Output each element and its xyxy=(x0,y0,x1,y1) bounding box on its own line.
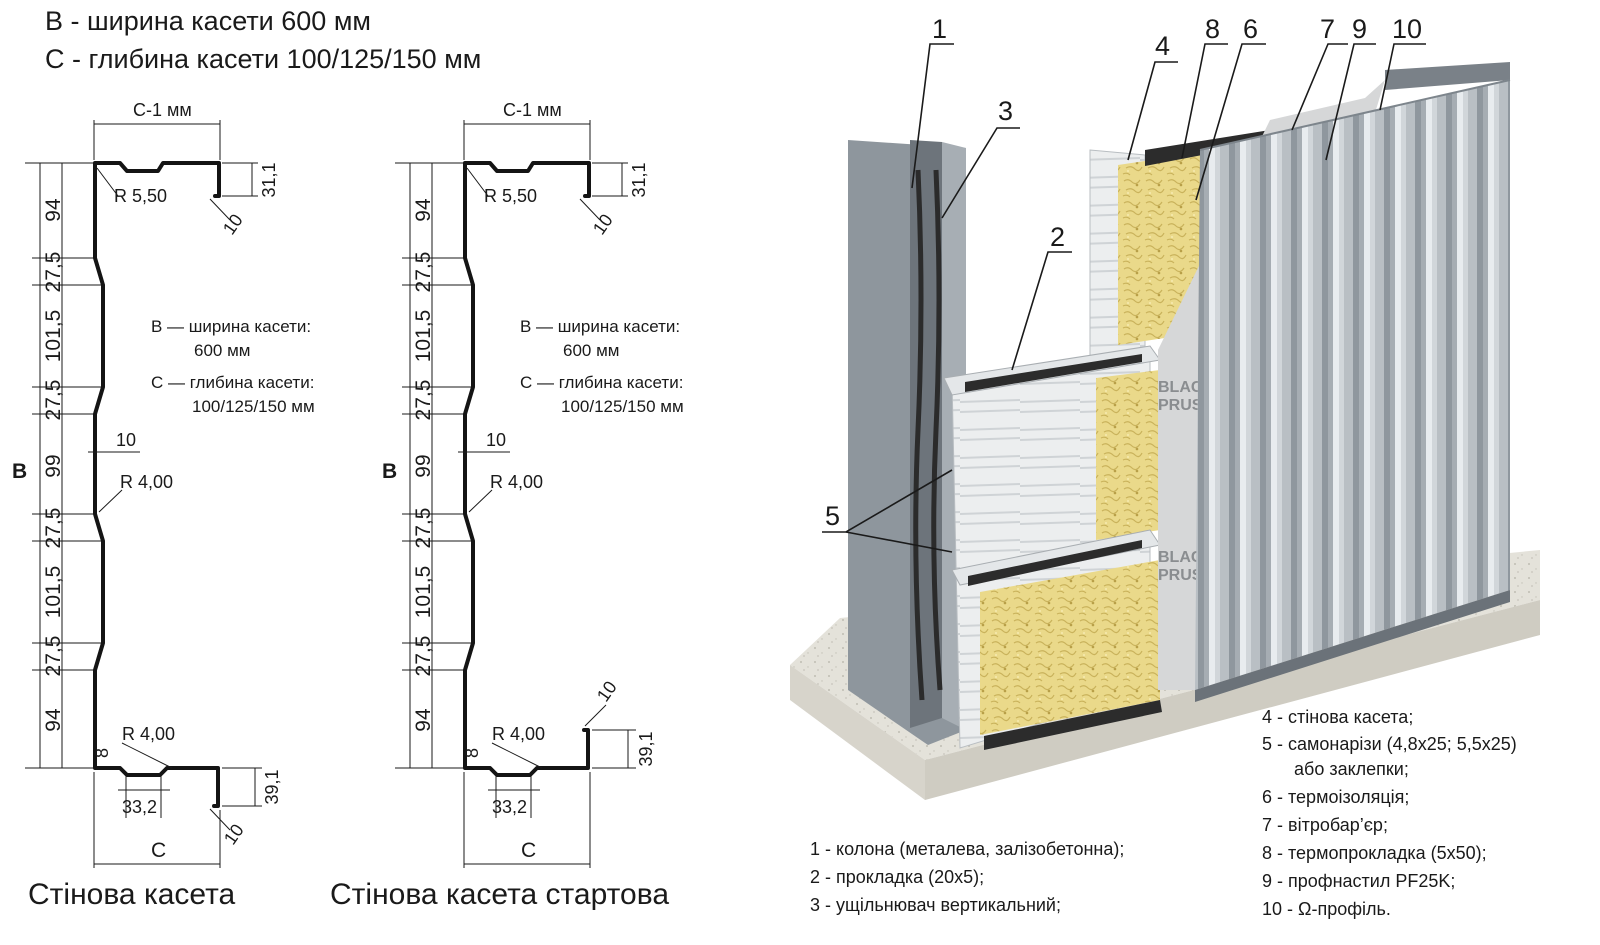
drawing-caption: Стінова касета стартова xyxy=(330,878,669,911)
radius-middle: R 4,00 xyxy=(120,472,173,492)
groove-dimension: 33,2 xyxy=(492,797,527,817)
legend-item: 4 - стінова касета; xyxy=(1262,707,1413,727)
legend-item: 10 - Ω-профіль. xyxy=(1262,899,1391,919)
radius-top: R 5,50 xyxy=(484,186,537,206)
header-line-b: B - ширина касети 600 мм xyxy=(45,6,371,36)
dim-label: 94 xyxy=(412,198,435,222)
wind-barrier-print: BLAC xyxy=(1158,549,1203,566)
note-b-line2: 600 мм xyxy=(194,341,250,360)
concrete-slab-front xyxy=(790,665,925,800)
lip-top-length: 10 xyxy=(589,210,617,238)
legend-left: 1 - колона (металева, залізобетонна); 2 … xyxy=(810,839,1124,915)
dim-label: 101,5 xyxy=(412,566,435,619)
callout-label: 10 xyxy=(1392,14,1422,44)
side-letter: B xyxy=(382,460,397,483)
note-c-line2: 100/125/150 мм xyxy=(561,397,684,416)
legend-item: 6 - термоізоляція; xyxy=(1262,787,1409,807)
top-dimension: С-1 мм xyxy=(503,100,562,120)
bottom-dimension: С xyxy=(151,839,166,862)
note-b-line1: B — ширина касети: xyxy=(520,317,680,336)
callout-label: 2 xyxy=(1050,222,1065,252)
dim-label: 94 xyxy=(42,198,65,222)
side-letter: B xyxy=(12,460,27,483)
drawing-caption: Стінова касета xyxy=(28,878,236,911)
step-dimension: 10 xyxy=(116,430,136,450)
dim-label: 101,5 xyxy=(42,566,65,619)
cassette-profile-line xyxy=(93,161,221,808)
concrete-slab-side xyxy=(925,600,1540,800)
radius-bottom: R 4,00 xyxy=(492,724,545,744)
callout-label: 3 xyxy=(998,96,1013,126)
radius-bottom: R 4,00 xyxy=(122,724,175,744)
groove-dimension: 33,2 xyxy=(122,797,157,817)
note-c-line1: C — глибина касети: xyxy=(151,373,314,392)
profiled-sheeting xyxy=(1195,80,1510,690)
legend-item: 9 - профнастил PF25K; xyxy=(1262,871,1455,891)
dim-label: 27,5 xyxy=(42,508,65,549)
lip-bottom-length: 10 xyxy=(220,820,248,848)
legend-right: 4 - стінова касета; 5 - самонарізи (4,8х… xyxy=(1262,707,1517,919)
radius-middle: R 4,00 xyxy=(490,472,543,492)
dim-label: 27,5 xyxy=(412,508,435,549)
dim-label: 27,5 xyxy=(412,380,435,421)
legend-item: 5 - самонарізи (4,8х25; 5,5х25) xyxy=(1262,734,1517,754)
dim-label: 27,5 xyxy=(42,380,65,421)
lip-bottom-dimension: 39,1 xyxy=(636,731,656,766)
callout-label: 6 xyxy=(1243,14,1258,44)
left-dimension-labels: 94 27,5 101,5 27,5 99 27,5 101,5 27,5 94 xyxy=(42,198,65,732)
lip-bottom-dimension: 39,1 xyxy=(262,769,282,804)
note-b-line2: 600 мм xyxy=(563,341,619,360)
dim-label: 94 xyxy=(42,708,65,732)
legend-item: 1 - колона (металева, залізобетонна); xyxy=(810,839,1124,859)
dim-label: 99 xyxy=(42,454,65,477)
starter-cassette-profile-drawing: 94 27,5 101,5 27,5 99 27,5 101,5 27,5 94… xyxy=(330,100,684,911)
wall-assembly-illustration: BLAC PRUS BLAC PRUS xyxy=(790,62,1540,800)
callout-label: 5 xyxy=(825,501,840,531)
vertical-sealant xyxy=(913,169,925,701)
callout-label: 7 xyxy=(1320,14,1335,44)
dim-label: 101,5 xyxy=(42,310,65,363)
callout-label: 9 xyxy=(1352,14,1367,44)
note-c-line2: 100/125/150 мм xyxy=(192,397,315,416)
lip-top-dimension: 31,1 xyxy=(629,162,649,197)
dim-label: 27,5 xyxy=(42,636,65,677)
header-line-c: C - глибина касети 100/125/150 мм xyxy=(45,44,481,74)
callouts: 1 2 3 4 5 6 7 8 9 10 xyxy=(822,14,1426,553)
legend-item: 3 - ущільнювач вертикальний; xyxy=(810,895,1061,915)
dim-label: 27,5 xyxy=(42,252,65,293)
note-b-line1: B — ширина касети: xyxy=(151,317,311,336)
wind-barrier-print: PRUS xyxy=(1158,567,1203,584)
cassette-profile-drawing: 94 27,5 101,5 27,5 99 27,5 101,5 27,5 94… xyxy=(12,100,315,911)
legend-item: 8 - термопрокладка (5х50); xyxy=(1262,843,1487,863)
legend-item: 2 - прокладка (20х5); xyxy=(810,867,984,887)
bottom-dimension: С xyxy=(521,839,536,862)
left-dimension-labels: 94 27,5 101,5 27,5 99 27,5 101,5 27,5 94 xyxy=(412,198,435,732)
dim-label: 101,5 xyxy=(412,310,435,363)
top-dimension: С-1 мм xyxy=(133,100,192,120)
dim-label: 27,5 xyxy=(412,636,435,677)
lip-top-length: 10 xyxy=(219,210,247,238)
small-dimension: 8 xyxy=(462,748,482,758)
note-c-line1: C — глибина касети: xyxy=(520,373,683,392)
wind-barrier-print: BLAC xyxy=(1158,379,1203,396)
starter-profile-line xyxy=(463,161,591,777)
omega-profile xyxy=(1385,62,1510,90)
legend-item: 7 - вітробар’єр; xyxy=(1262,815,1388,835)
wind-barrier-print: PRUS xyxy=(1158,397,1203,414)
spacer-pad xyxy=(965,354,1142,392)
callout-label: 1 xyxy=(932,14,947,44)
dim-label: 27,5 xyxy=(412,252,435,293)
callout-label: 8 xyxy=(1205,14,1220,44)
radius-top: R 5,50 xyxy=(114,186,167,206)
callout-label: 4 xyxy=(1155,31,1170,61)
legend-item: або заклепки; xyxy=(1294,759,1409,779)
dim-label: 94 xyxy=(412,708,435,732)
dim-label: 99 xyxy=(412,454,435,477)
lip-top-dimension: 31,1 xyxy=(259,162,279,197)
step-dimension: 10 xyxy=(486,430,506,450)
small-dimension: 8 xyxy=(92,748,112,758)
lip-bottom-length: 10 xyxy=(593,677,621,705)
